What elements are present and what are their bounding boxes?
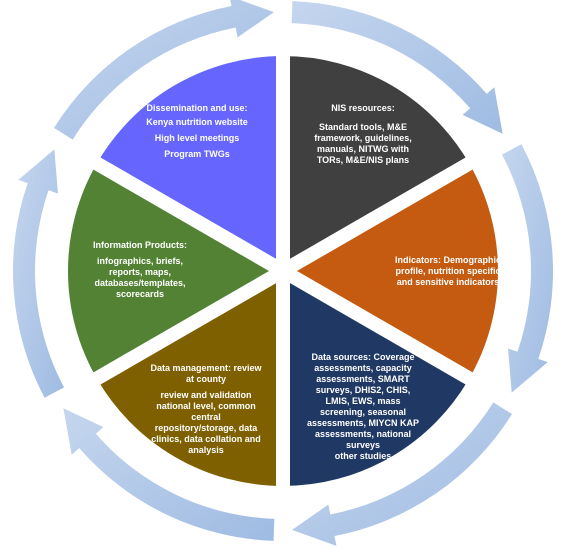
nis-resources-segment	[276, 41, 485, 284]
dissemination-line: Program TWGs	[164, 149, 230, 159]
nis-resources-line: Standard tools, M&E	[318, 122, 407, 132]
arrow-6-ring-segment	[54, 0, 274, 140]
data-sources-title: Data sources: Coverage	[311, 352, 415, 362]
data-sources-segment	[276, 258, 485, 501]
data-sources-line: LMIS, EWS, mass	[325, 396, 401, 406]
data-sources-line: assessments, SMART	[316, 374, 410, 384]
information-products-line: reports, maps,	[108, 267, 172, 277]
data-sources-line: assessments, national	[314, 429, 412, 439]
indicators-segment	[268, 150, 512, 392]
indicators-line: profile, nutrition specific	[395, 266, 501, 276]
data-management-line: central	[191, 412, 221, 422]
indicators-title: Indicators: Demographic	[394, 255, 502, 265]
arrow-3-ring-segment	[292, 402, 512, 546]
data-management-line: analysis	[188, 445, 224, 455]
data-management-line: national level, common	[156, 401, 256, 411]
data-sources-line: assessments, capacity	[314, 363, 412, 373]
data-sources-label: Data sources: Coverage assessments, capa…	[296, 352, 430, 462]
information-products-label: Information Products: infographics, brie…	[74, 240, 206, 300]
data-management-segment	[81, 258, 290, 501]
nis-resources-line: manuals, NITWG with	[316, 144, 409, 154]
arrow-4-ring-segment	[63, 408, 275, 541]
data-sources-line: screening, seasonal	[319, 407, 407, 417]
information-products-line: databases/templates,	[94, 278, 186, 288]
data-sources-line: surveys	[345, 440, 381, 450]
arrow-1-ring-segment	[291, 1, 503, 134]
nis-resources-line: framework, guidelines,	[314, 133, 412, 143]
dissemination-label: Dissemination and use: Kenya nutrition w…	[128, 103, 266, 160]
data-sources-line: other studies	[334, 451, 392, 461]
arrow-2-ring-segment	[501, 144, 553, 393]
indicators-line: and sensitive indicators	[396, 277, 500, 287]
data-sources-line: assessments, MIYCN KAP	[306, 418, 420, 428]
data-management-title: Data management: review	[150, 363, 262, 373]
arrow-5-ring-segment	[12, 149, 65, 398]
nis-resources-title: NIS resources:	[331, 103, 395, 113]
information-products-segment	[54, 150, 297, 392]
information-products-line: infographics, briefs,	[96, 256, 183, 266]
information-products-line: scorecards	[115, 289, 165, 299]
indicators-label: Indicators: Demographic profile, nutriti…	[380, 255, 516, 288]
data-management-line: at county	[185, 374, 226, 384]
nis-resources-line: TORs, M&E/NIS plans	[316, 155, 410, 165]
information-products-title: Information Products:	[93, 240, 187, 250]
data-sources-line: surveys, DHIS2, CHIS,	[315, 385, 411, 395]
pie-segments	[54, 41, 512, 501]
dissemination-segment	[81, 41, 290, 284]
cycle-arrow-ring	[12, 0, 553, 546]
data-management-line: review and validation	[160, 390, 252, 400]
dissemination-line: High level meetings	[154, 133, 240, 143]
data-management-line: repository/storage, data	[154, 423, 258, 433]
dissemination-title: Dissemination and use:	[146, 103, 248, 113]
dissemination-line: Kenya nutrition website	[146, 117, 248, 127]
data-management-label: Data management: review at county review…	[140, 363, 272, 456]
nis-resources-label: NIS resources: Standard tools, M&E frame…	[300, 103, 426, 166]
data-management-line: clinics, data collation and	[151, 434, 261, 444]
